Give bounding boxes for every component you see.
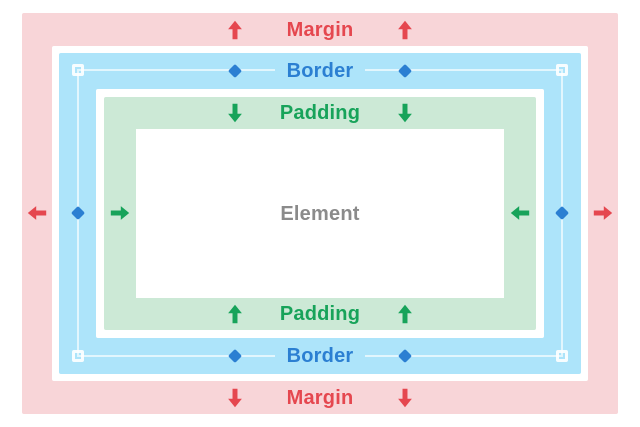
corner-handle-top-left-icon [72,64,84,76]
border-top-label: Border [274,60,366,82]
element-label: Element [280,202,360,225]
padding-bottom-row: Padding [0,298,640,330]
arrow-up-icon [227,303,243,325]
arrow-down-icon [397,102,413,124]
arrow-down-icon [227,102,243,124]
border-bottom-row: Border [0,338,640,374]
padding-top-row: Padding [0,97,640,129]
arrow-down-icon [227,387,243,409]
arrow-down-icon [397,387,413,409]
corner-handle-top-right-icon [556,64,568,76]
element-area: Element [136,129,504,298]
arrow-left-icon [512,202,528,224]
border-bottom-label: Border [274,345,366,367]
padding-top-label: Padding [279,102,361,124]
arrow-right-icon [595,202,611,224]
margin-bottom-label: Margin [286,386,354,409]
arrow-up-icon [397,19,413,41]
border-top-row: Border [0,53,640,89]
arrow-left-icon [29,202,45,224]
arrow-up-icon [397,303,413,325]
padding-bottom-label: Padding [279,303,361,325]
arrow-up-icon [227,19,243,41]
corner-handle-bottom-left-icon [72,350,84,362]
margin-bottom-row: Margin [0,381,640,414]
arrow-right-icon [112,202,128,224]
margin-top-row: Margin [0,14,640,46]
corner-handle-bottom-right-icon [556,350,568,362]
margin-top-label: Margin [286,19,354,41]
